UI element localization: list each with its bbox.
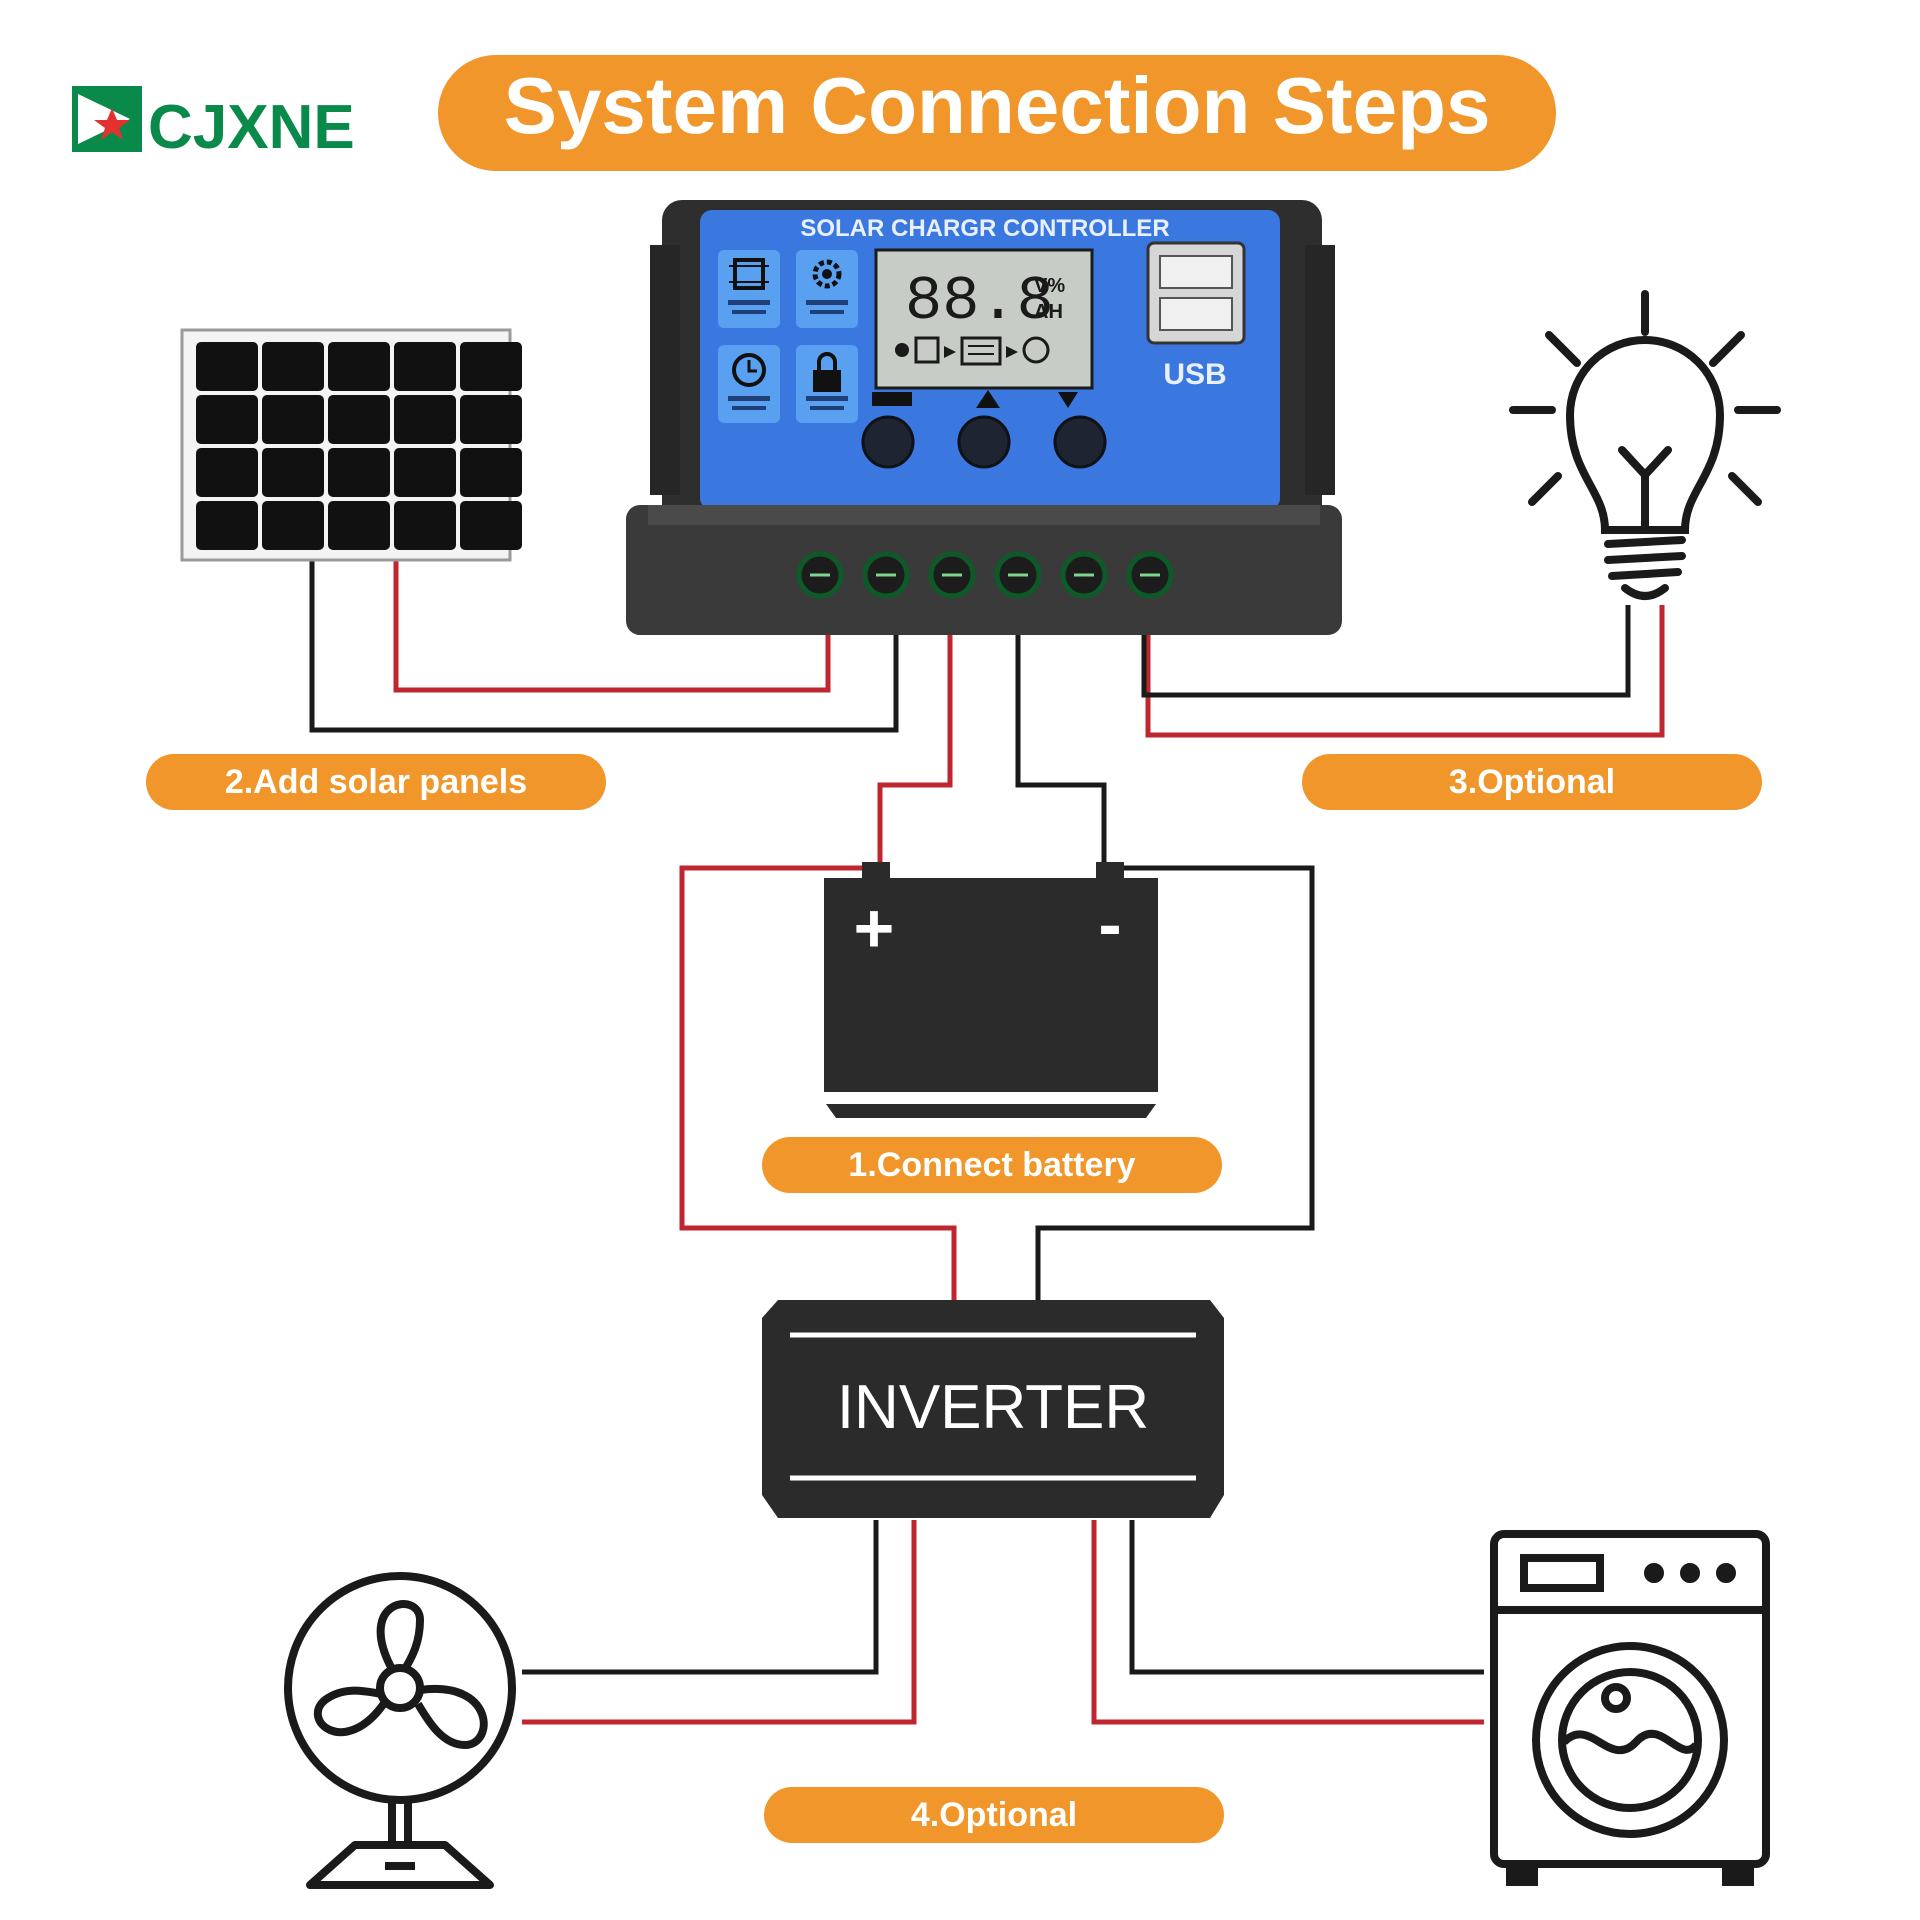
gear-icon	[812, 259, 842, 289]
lock-icon	[813, 352, 841, 392]
solar-cell	[460, 342, 522, 391]
washing-machine	[1490, 1530, 1770, 1886]
step-battery-label: 1.Connect battery	[848, 1146, 1135, 1184]
lcd-unit-bottom: AH	[1034, 301, 1063, 323]
usb-label: USB	[1163, 358, 1226, 391]
wire-washer-neutral	[1129, 1520, 1484, 1675]
wire-load-negative	[1141, 605, 1631, 698]
solar-cell	[328, 342, 390, 391]
lcd-unit-top: V%	[1034, 275, 1065, 297]
wire-solar-negative	[309, 558, 899, 733]
wire-fan-live	[522, 1520, 917, 1725]
brand-name: CJXNE	[148, 93, 355, 162]
solar-cell	[262, 448, 324, 497]
controller-buttons	[861, 390, 1107, 469]
chip-icon	[729, 258, 769, 290]
solar-cell	[394, 448, 456, 497]
page-title: System Connection Steps	[504, 61, 1491, 150]
solar-cell	[262, 395, 324, 444]
solar-cell	[460, 448, 522, 497]
controller-icon-tiles	[718, 250, 858, 423]
lcd-value: 88.8	[905, 266, 1054, 337]
down-button[interactable]	[1053, 415, 1107, 469]
bulb-icon	[1022, 336, 1050, 364]
solar-cell	[394, 501, 456, 550]
fan	[284, 1572, 516, 1889]
solar-cell	[196, 501, 258, 550]
battery: + -	[824, 862, 1158, 1118]
wire-inverter-positive	[679, 865, 957, 1300]
lcd-flow-icons	[895, 336, 1050, 366]
step-battery: 1.Connect battery	[762, 1137, 1222, 1193]
charge-controller: SOLAR CHARGR CONTROLLER	[626, 200, 1342, 635]
solar-cell	[394, 342, 456, 391]
sun-icon	[895, 343, 909, 357]
step-load-label: 3.Optional	[1449, 763, 1615, 801]
controller-name: SOLAR CHARGR CONTROLLER	[800, 215, 1169, 242]
panel-icon	[914, 336, 940, 364]
solar-cell	[328, 448, 390, 497]
lcd-display: 88.8 V% AH	[874, 248, 1094, 390]
up-button[interactable]	[957, 415, 1011, 469]
battery-minus: -	[1098, 885, 1121, 963]
arrow-icon	[1006, 346, 1018, 358]
battery-plus: +	[854, 889, 895, 967]
wire-battery-positive	[877, 630, 953, 868]
solar-panel	[180, 328, 522, 562]
battery-icon	[960, 336, 1002, 366]
wire-battery-negative	[1015, 630, 1107, 868]
menu-icon	[872, 392, 912, 406]
step-labels: 2.Add solar panels 3.Optional 1.Connect …	[146, 754, 1762, 1843]
solar-cell	[196, 395, 258, 444]
arrow-icon	[944, 346, 956, 358]
solar-cell	[460, 501, 522, 550]
clock-icon	[732, 353, 766, 387]
wires	[309, 558, 1665, 1725]
terminal-block	[626, 505, 1342, 635]
menu-button[interactable]	[861, 415, 915, 469]
inverter: INVERTER	[762, 1300, 1224, 1518]
solar-cell	[262, 342, 324, 391]
inverter-label: INVERTER	[837, 1373, 1149, 1442]
brand-logo: CJXNE	[72, 86, 355, 162]
wire-load-positive	[1145, 605, 1665, 738]
step-solar-label: 2.Add solar panels	[225, 763, 527, 801]
solar-cell	[394, 395, 456, 444]
step-ac-load-label: 4.Optional	[911, 1796, 1077, 1834]
down-icon	[1058, 392, 1078, 408]
wire-washer-live	[1091, 1520, 1484, 1725]
up-icon	[976, 390, 1000, 408]
usb-port: USB	[1146, 241, 1246, 391]
solar-cell	[196, 448, 258, 497]
light-bulb	[1509, 290, 1781, 600]
step-load: 3.Optional	[1302, 754, 1762, 810]
solar-cell	[328, 395, 390, 444]
step-ac-load: 4.Optional	[764, 1787, 1224, 1843]
wire-fan-neutral	[522, 1520, 879, 1675]
step-solar: 2.Add solar panels	[146, 754, 606, 810]
wire-inverter-negative	[1035, 865, 1315, 1300]
title-banner: System Connection Steps	[438, 55, 1556, 171]
solar-cell	[328, 501, 390, 550]
solar-cell	[262, 501, 324, 550]
solar-cell	[460, 395, 522, 444]
title-pill	[438, 55, 1556, 171]
solar-cell	[196, 342, 258, 391]
